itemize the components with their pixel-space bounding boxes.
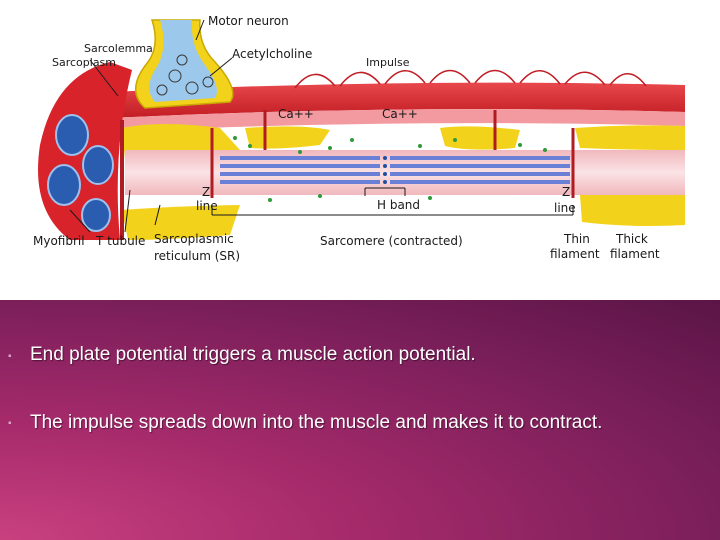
thick-filaments xyxy=(220,156,570,184)
label-z-line-right-2: line xyxy=(554,201,576,215)
slide-body: ▪ End plate potential triggers a muscle … xyxy=(0,300,720,540)
label-thin-2: filament xyxy=(550,247,600,261)
label-sr-2: reticulum (SR) xyxy=(154,249,240,263)
label-sr-1: Sarcoplasmic xyxy=(154,232,234,246)
label-sarcolemma: Sarcolemma xyxy=(84,42,153,55)
label-motor-neuron: Motor neuron xyxy=(208,14,289,28)
impulse-arrows xyxy=(294,69,647,89)
label-acetylcholine: Acetylcholine xyxy=(232,47,312,61)
label-z-line-left-2: line xyxy=(196,199,218,213)
label-z-line-left-1: Z xyxy=(202,185,210,199)
label-thin-1: Thin xyxy=(563,232,590,246)
bullet-text: The impulse spreads down into the muscle… xyxy=(30,412,603,433)
label-h-band: H band xyxy=(377,198,420,212)
label-ca-left: Ca++ xyxy=(278,107,314,121)
bullet-marker: ▪ xyxy=(8,351,12,362)
label-ca-right: Ca++ xyxy=(382,107,418,121)
muscle-contraction-diagram: Motor neuron Sarcolemma Sarcoplasm Acety… xyxy=(33,14,685,263)
label-thick-2: filament xyxy=(610,247,660,261)
label-thick-1: Thick xyxy=(615,232,648,246)
sarcolemma-band xyxy=(110,82,685,118)
calcium-ions xyxy=(233,136,547,202)
bullet-marker: ▪ xyxy=(8,418,12,429)
label-t-tubule: T tubule xyxy=(95,234,145,248)
label-z-line-right-1: Z xyxy=(562,185,570,199)
label-sarcoplasm: Sarcoplasm xyxy=(52,56,116,69)
label-sarcomere: Sarcomere (contracted) xyxy=(320,234,463,248)
label-impulse: Impulse xyxy=(366,56,410,69)
bullet-text: End plate potential triggers a muscle ac… xyxy=(30,344,476,365)
label-myofibril: Myofibril xyxy=(33,234,85,248)
